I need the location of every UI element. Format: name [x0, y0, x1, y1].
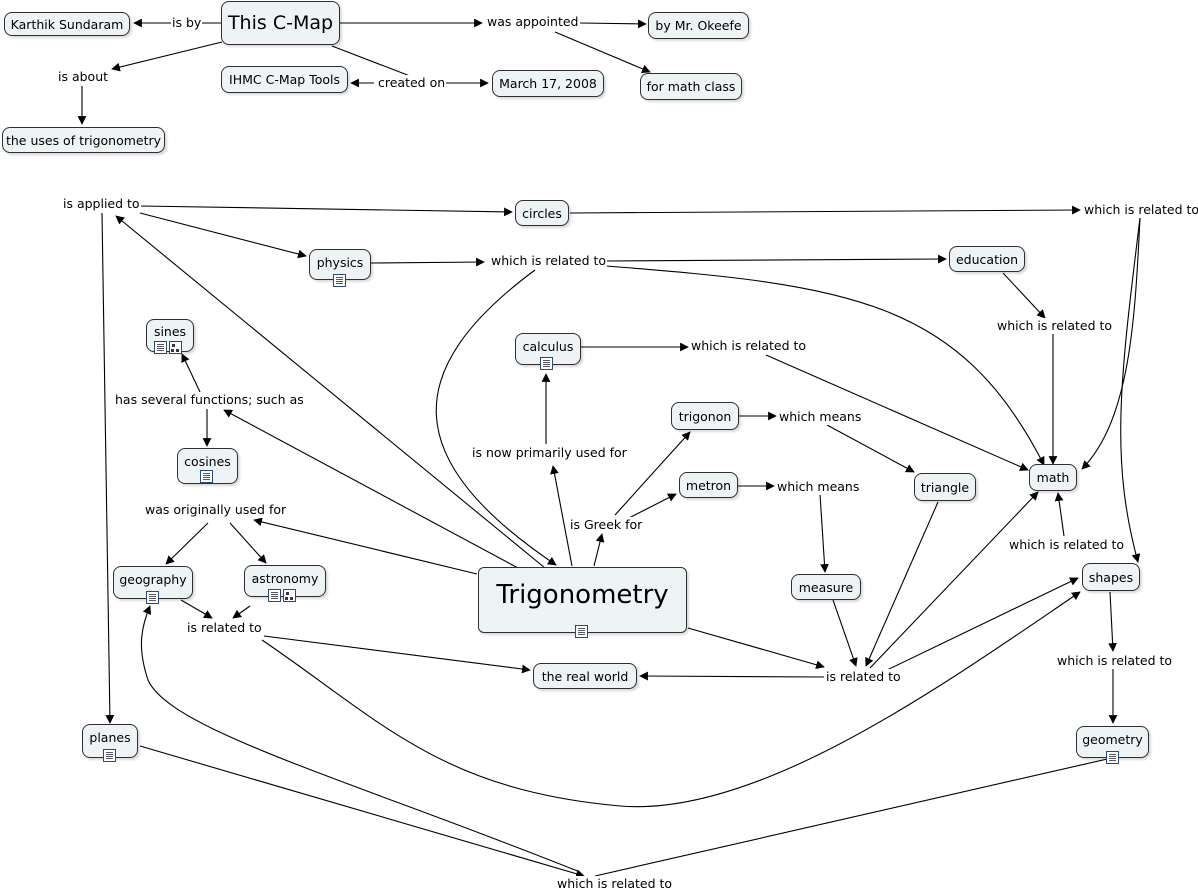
concept-measure[interactable]: measure	[791, 574, 861, 600]
document-icon[interactable]	[268, 589, 281, 602]
geography-resources	[146, 591, 159, 606]
phrase-was-appointed: was appointed	[486, 14, 580, 30]
concept-circles[interactable]: circles	[515, 200, 569, 226]
concept-label: triangle	[920, 479, 970, 495]
phrase-which-is-related-to-shapes: which is related to	[1056, 653, 1174, 669]
phrase-created-on: created on	[377, 75, 447, 91]
phrase-is-greek-for: is Greek for	[569, 517, 644, 533]
cmap-link-icon[interactable]	[169, 341, 182, 354]
phrase-which-is-related-to-bottom: which is related to	[556, 876, 674, 892]
phrase-which-is-related-to-math: which is related to	[1008, 537, 1126, 553]
concept-label: trigonon	[678, 408, 732, 424]
concept-label: the real world	[541, 668, 629, 684]
concept-trigonometry[interactable]: Trigonometry	[478, 567, 687, 633]
concept-label: March 17, 2008	[499, 76, 597, 91]
concept-karthik-sundaram[interactable]: Karthik Sundaram	[4, 12, 130, 36]
concept-education[interactable]: education	[949, 246, 1025, 272]
document-icon[interactable]	[200, 470, 213, 483]
concept-label: circles	[522, 205, 562, 221]
concept-label: This C-Map	[227, 12, 334, 34]
phrase-is-related-to-left: is related to	[186, 620, 263, 636]
concept-this-cmap[interactable]: This C-Map	[221, 1, 340, 45]
phrase-which-is-related-to-circles: which is related to	[1083, 202, 1198, 218]
concept-label: education	[955, 251, 1019, 267]
concept-ihmc-cmap-tools[interactable]: IHMC C-Map Tools	[221, 66, 348, 93]
phrase-is-about: is about	[57, 69, 110, 85]
concept-label: cosines	[184, 454, 231, 469]
concept-label: for math class	[646, 79, 736, 94]
phrase-which-is-related-to-calculus: which is related to	[690, 338, 808, 354]
concept-label: shapes	[1088, 569, 1134, 585]
calculus-resources	[540, 357, 553, 372]
concept-date[interactable]: March 17, 2008	[492, 70, 604, 97]
concept-trigonon[interactable]: trigonon	[671, 402, 739, 430]
document-icon[interactable]	[575, 625, 588, 638]
concept-label: Karthik Sundaram	[10, 16, 124, 32]
sines-resources	[154, 341, 182, 356]
concept-label: geography	[119, 572, 187, 587]
astronomy-resources	[268, 589, 296, 604]
phrase-which-means-metron: which means	[776, 479, 861, 495]
concept-real-world[interactable]: the real world	[533, 663, 637, 689]
phrase-which-is-related-to-education: which is related to	[996, 318, 1114, 334]
planes-resources	[103, 749, 116, 764]
document-icon[interactable]	[103, 749, 116, 762]
concept-metron[interactable]: metron	[679, 472, 738, 498]
concept-triangle[interactable]: triangle	[914, 473, 976, 501]
concept-label: planes	[89, 730, 131, 745]
concept-label: the uses of trigonometry	[5, 132, 162, 148]
concept-label: metron	[685, 477, 732, 493]
document-icon[interactable]	[1106, 751, 1119, 764]
phrase-has-several-functions: has several functions; such as	[114, 392, 305, 408]
geometry-resources	[1106, 751, 1119, 766]
trigonometry-resources	[575, 625, 588, 640]
concept-shapes[interactable]: shapes	[1082, 563, 1140, 591]
document-icon[interactable]	[146, 591, 159, 604]
concept-label: geometry	[1082, 732, 1143, 747]
concept-math-class[interactable]: for math class	[640, 73, 742, 100]
concept-label: calculus	[522, 339, 574, 354]
concept-label: Trigonometry	[496, 580, 669, 610]
concept-uses-of-trigonometry[interactable]: the uses of trigonometry	[2, 127, 165, 153]
cmap-link-icon[interactable]	[283, 589, 296, 602]
concept-label: measure	[798, 579, 854, 595]
phrase-was-originally-used-for: was originally used for	[144, 502, 288, 518]
phrase-which-is-related-to-physics: which is related to	[490, 253, 608, 269]
phrase-is-now-primarily-used-for: is now primarily used for	[471, 445, 628, 461]
concept-math[interactable]: math	[1029, 464, 1077, 491]
concept-label: astronomy	[251, 571, 319, 586]
phrase-which-means-trigonon: which means	[778, 409, 863, 425]
phrase-is-applied-to: is applied to	[62, 196, 141, 212]
physics-resources	[333, 274, 346, 289]
concept-label: physics	[316, 255, 364, 270]
concept-label: IHMC C-Map Tools	[229, 72, 340, 87]
document-icon[interactable]	[333, 274, 346, 287]
concept-label: sines	[153, 324, 187, 339]
concept-label: by Mr. Okeefe	[655, 18, 742, 33]
concept-label: math	[1036, 470, 1070, 485]
phrase-is-related-to-right: is related to	[825, 669, 902, 685]
concept-mr-okeefe[interactable]: by Mr. Okeefe	[648, 12, 749, 39]
cosines-resources	[200, 470, 213, 485]
document-icon[interactable]	[540, 357, 553, 370]
phrase-is-by: is by	[171, 15, 203, 31]
document-icon[interactable]	[154, 341, 167, 354]
